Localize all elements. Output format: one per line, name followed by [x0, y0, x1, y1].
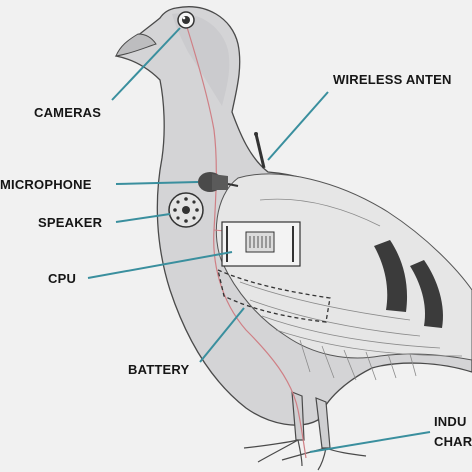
leader-microphone: [115, 181, 199, 185]
label-battery: BATTERY: [128, 362, 190, 377]
pigeon-beak: [115, 33, 157, 57]
label-speaker: SPEAKER: [38, 215, 103, 230]
leader-cameras: [111, 27, 181, 101]
leader-battery: [199, 307, 245, 363]
leader-antenna: [267, 91, 329, 161]
microphone-icon: [198, 172, 239, 192]
camera-eye-icon: [177, 11, 195, 29]
label-cpu: CPU: [48, 271, 77, 286]
leader-cpu: [87, 251, 233, 279]
leader-lines: [87, 27, 431, 453]
label-cameras: CAMERAS: [34, 105, 102, 120]
antenna-icon: [254, 132, 266, 169]
wing-band-1: [374, 240, 408, 312]
cpu-chip-icon: [221, 221, 301, 267]
head-shading: [172, 13, 230, 106]
internal-wire: [185, 23, 307, 459]
label-wireless-antenna: WIRELESS ANTEN: [333, 72, 452, 87]
leader-speaker: [115, 213, 171, 223]
speaker-icon: [168, 192, 204, 228]
battery-icon: [217, 268, 331, 323]
wing-band-2: [410, 260, 444, 328]
label-induction-line1: INDU: [434, 414, 467, 429]
label-microphone: MICROPHONE: [0, 177, 92, 192]
leader-induction: [309, 431, 431, 453]
label-induction-line2: CHAR: [434, 434, 472, 449]
wing-feather-lines: [239, 198, 463, 381]
